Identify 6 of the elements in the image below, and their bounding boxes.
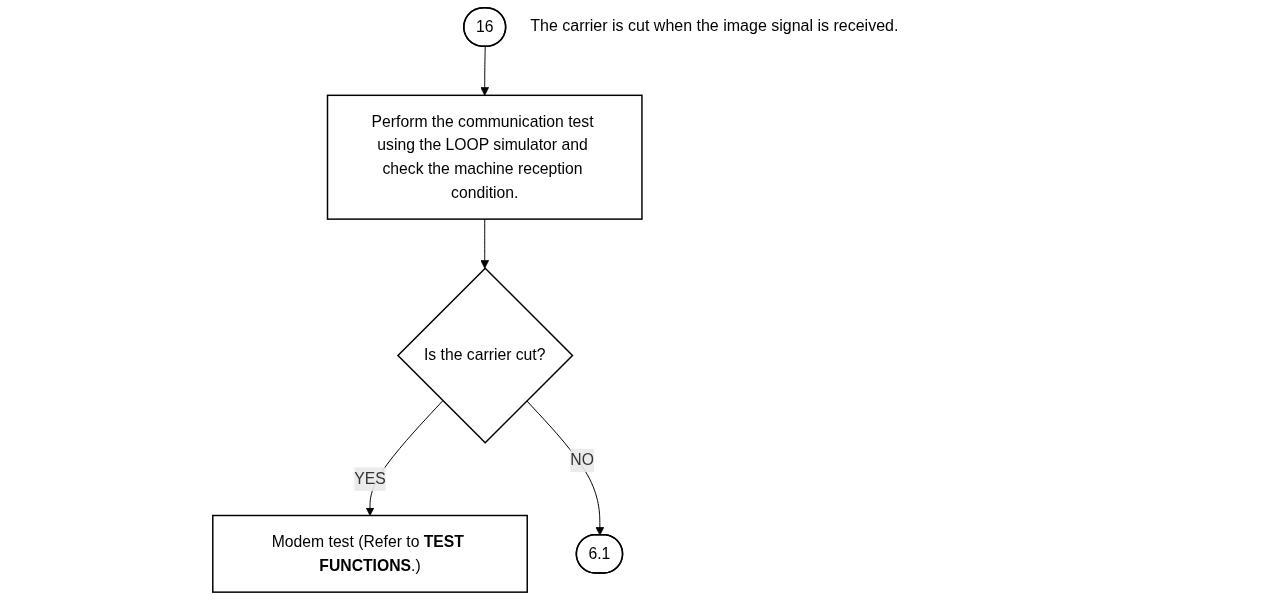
node-note: The carrier is cut when the image signal is received. xyxy=(530,17,899,35)
node-box: Modem test (Refer to TEST FUNCTIONS.) xyxy=(211,514,528,593)
edge-label: YES xyxy=(353,470,386,487)
node-diamond: Is the carrier cut? xyxy=(396,267,574,444)
node-box: Perform the communication test using the LOOP simulator and check the machine reception condition. xyxy=(326,94,643,220)
edge-label: NO xyxy=(569,451,594,469)
